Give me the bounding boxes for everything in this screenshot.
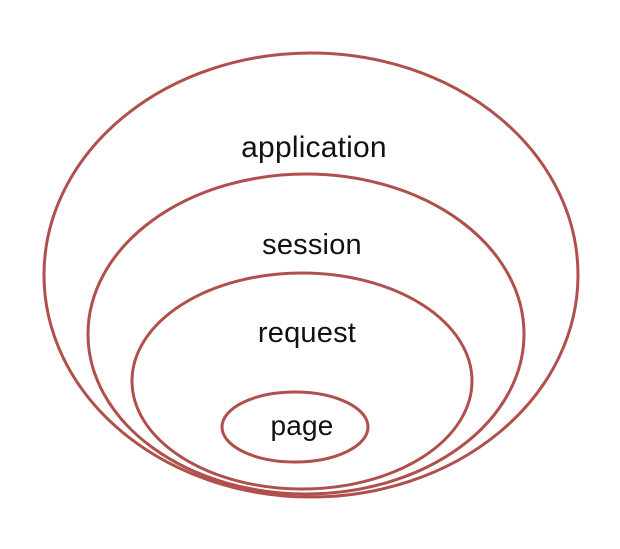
ellipse-page bbox=[220, 390, 370, 464]
label-request: request bbox=[257, 317, 357, 349]
ellipse-session bbox=[86, 172, 526, 496]
label-application: application bbox=[241, 131, 387, 164]
ellipse-request bbox=[130, 271, 474, 491]
ellipse-application bbox=[42, 51, 580, 499]
label-page: page bbox=[270, 410, 334, 441]
label-session: session bbox=[262, 229, 362, 261]
